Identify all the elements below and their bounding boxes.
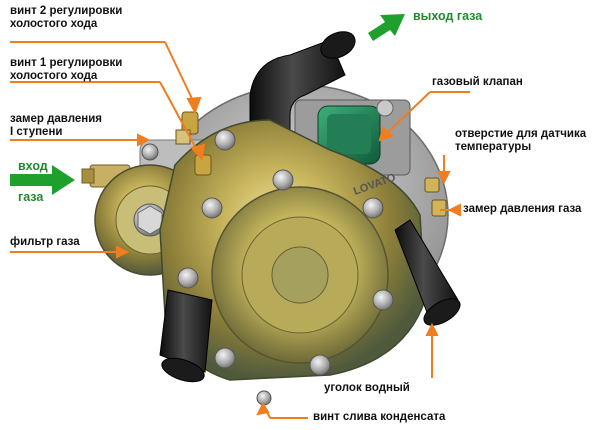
gas-in-arrow <box>10 165 75 195</box>
gas-out-arrow <box>368 14 405 41</box>
bolts <box>141 129 394 376</box>
label-pressure-measure: замер давления газа <box>463 203 582 215</box>
water-hose-left <box>159 289 213 383</box>
side-fittings <box>256 177 447 406</box>
leader-lines <box>10 41 470 419</box>
label-gas-in-1: вход <box>18 159 48 173</box>
label-water-elbow: уголок водный <box>324 382 410 394</box>
diaphragm-cover: LOVATO <box>159 119 426 381</box>
label-gas-valve: газовый клапан <box>432 76 523 88</box>
water-hose-right <box>394 219 461 326</box>
label-gas-filter: фильтр газа <box>10 236 80 248</box>
label-gas-in-2: газа <box>18 190 44 204</box>
label-drain-screw: винт слива конденсата <box>313 411 446 423</box>
label-stage1-pressure: замер давления I ступени <box>10 113 102 138</box>
label-idle-screw-1: винт 1 регулировки холостого хода <box>10 57 123 82</box>
label-gas-out: выход газа <box>413 9 483 23</box>
label-temp-sensor-hole: отверстие для датчика температуры <box>455 128 587 153</box>
label-idle-screw-2: винт 2 регулировки холостого хода <box>10 5 123 30</box>
gas-flow-arrows <box>10 14 405 195</box>
